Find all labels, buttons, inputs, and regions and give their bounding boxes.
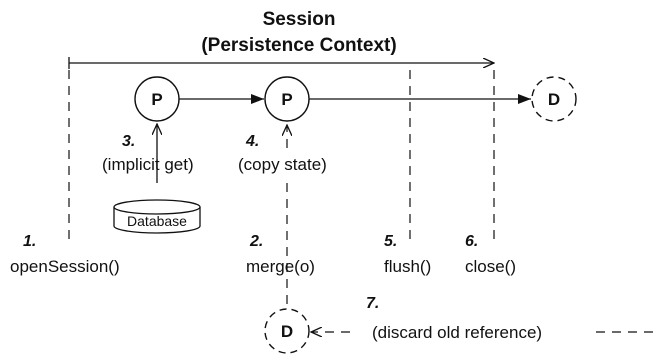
step-5-label: flush()	[384, 257, 431, 276]
step-7-label: (discard old reference)	[372, 323, 542, 342]
step-2-number: 2.	[249, 233, 263, 250]
step-4-number: 4.	[245, 133, 259, 150]
session-title: Session	[263, 9, 336, 30]
detached-node-original-label: D	[281, 322, 293, 341]
step-5-number: 5.	[384, 233, 397, 250]
step-7-number: 7.	[366, 295, 379, 312]
step-1-label: openSession()	[10, 257, 120, 276]
detached-node-original	[264, 308, 310, 354]
step-6-label: close()	[465, 257, 516, 276]
session-subtitle: (Persistence Context)	[201, 35, 396, 56]
detached-node-after-close-label: D	[548, 90, 560, 109]
persistent-node-merged-label: P	[281, 90, 292, 109]
step-3-number: 3.	[122, 133, 135, 150]
detached-node-after-close	[531, 76, 577, 122]
step-6-number: 6.	[465, 233, 478, 250]
persistent-node-loaded-label: P	[151, 90, 162, 109]
step-2-label: merge(o)	[246, 257, 315, 276]
step-3-label: (implicit get)	[102, 155, 194, 174]
step-1-number: 1.	[23, 233, 36, 250]
step-4-label: (copy state)	[238, 155, 327, 174]
database-label: Database	[127, 213, 187, 229]
database-icon	[113, 199, 201, 234]
